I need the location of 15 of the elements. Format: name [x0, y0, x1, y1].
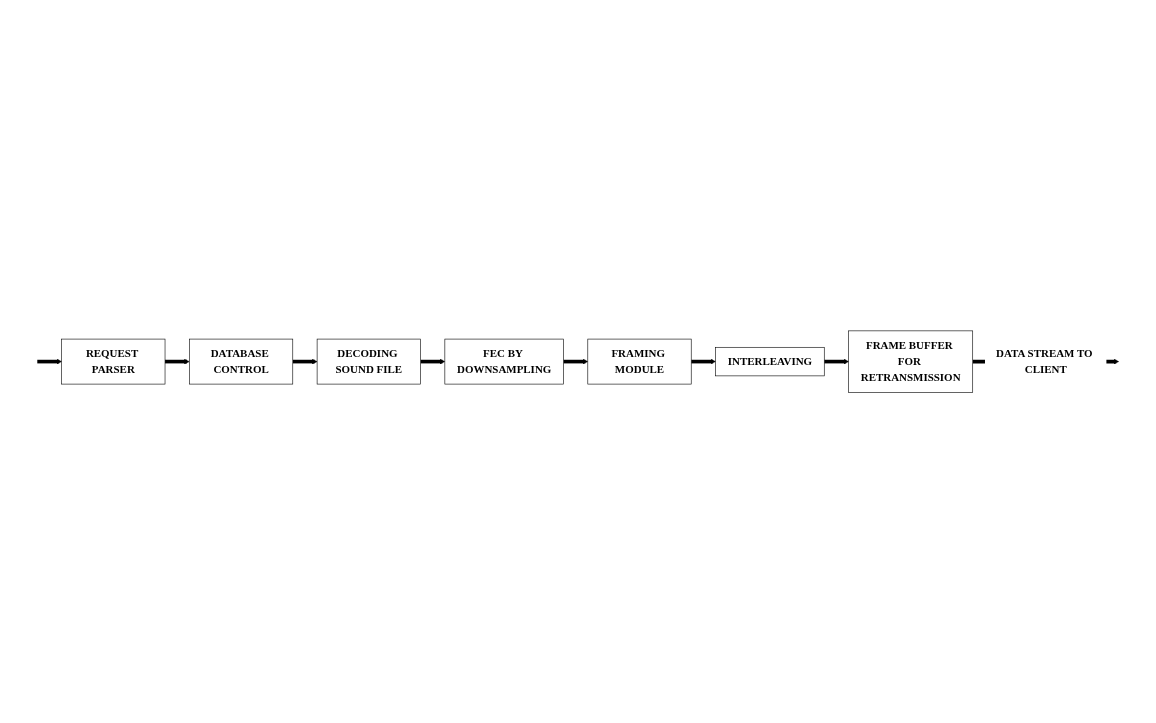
arrow: [420, 358, 446, 365]
edge-label: DATA STREAM TO CLIENT: [996, 346, 1093, 376]
arrow: [691, 358, 716, 365]
node-box: DATABASE CONTROL: [189, 338, 294, 385]
node-box: FRAME BUFFER FOR RETRANSMISSION: [848, 330, 974, 393]
node-box: DECODING SOUND FILE: [316, 338, 421, 385]
arrow: [824, 358, 849, 365]
arrow: [563, 358, 589, 365]
arrow: [292, 358, 318, 365]
node-box: INTERLEAVING: [715, 346, 825, 377]
arrow: [165, 358, 190, 365]
arrow: [37, 358, 62, 365]
node-box: REQUEST PARSER: [61, 338, 166, 385]
node-box: FEC BY DOWNSAMPLING: [444, 338, 564, 385]
node-box: FRAMING MODULE: [587, 338, 692, 385]
